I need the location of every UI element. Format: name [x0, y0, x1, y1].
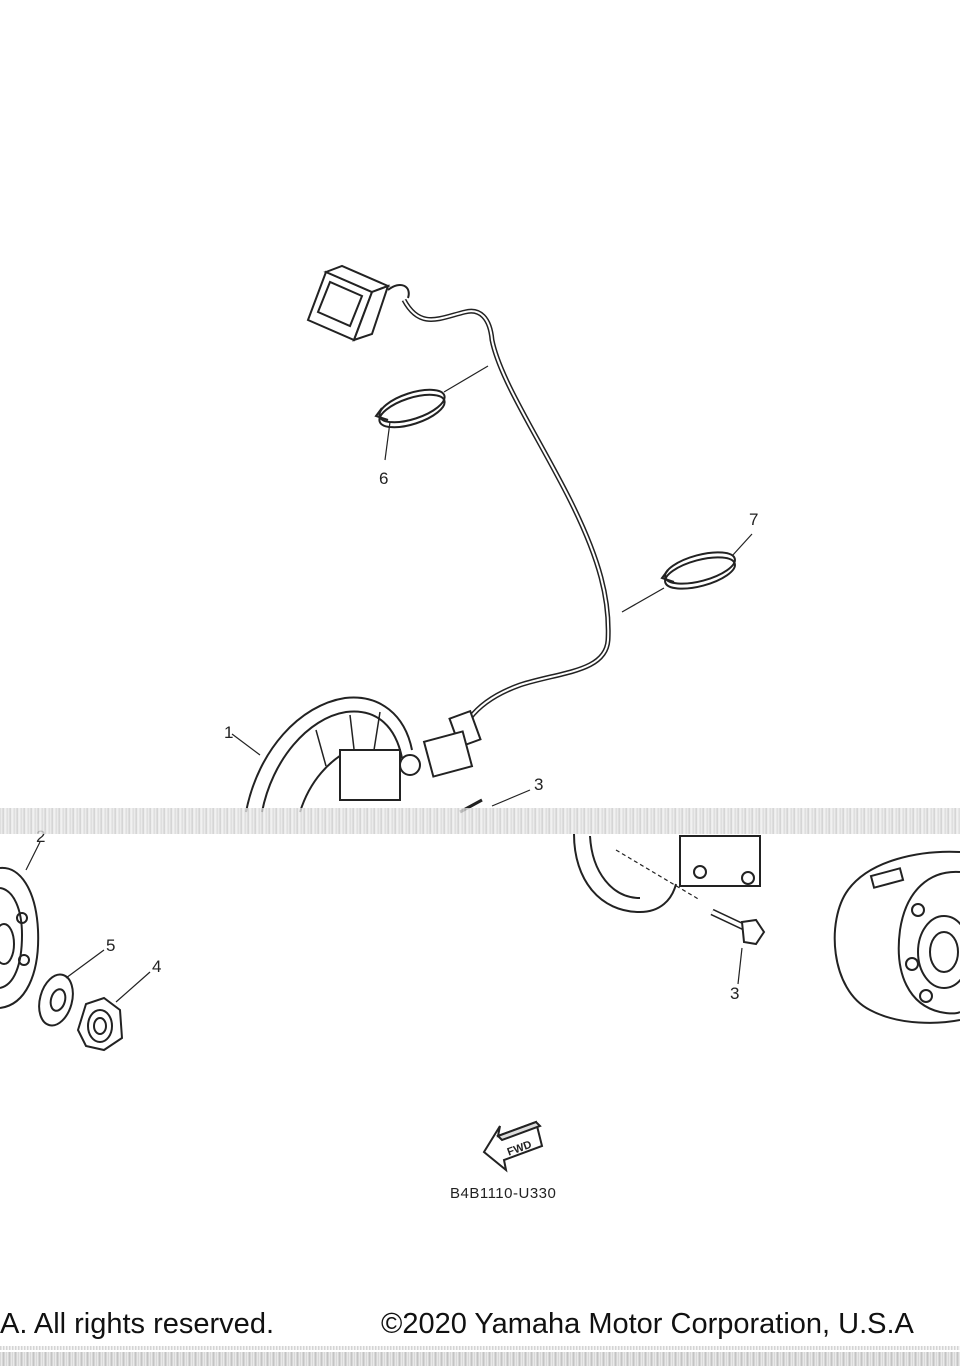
callout-3-lower: 3 [730, 984, 739, 1003]
stator-assembly [231, 696, 421, 813]
wire-clamp-7 [621, 533, 753, 613]
flywheel-rotor-left [0, 841, 41, 1009]
stator-lower-view [573, 833, 761, 914]
wire-clamp-6 [374, 365, 489, 461]
callout-4: 4 [152, 957, 161, 976]
scan-noise-band [0, 808, 960, 834]
copyright-left: A. All rights reserved. [0, 1308, 274, 1340]
flywheel-rotor-right [833, 850, 960, 1024]
callout-1: 1 [224, 723, 233, 742]
nut-4 [76, 971, 151, 1052]
copyright-right: ©2020 Yamaha Motor Corporation, U.S.A [381, 1308, 914, 1340]
scan-noise-line [0, 1346, 960, 1350]
fwd-arrow-icon [482, 1120, 544, 1173]
callout-3-upper: 3 [534, 775, 543, 794]
callout-7: 7 [749, 510, 758, 529]
scan-noise-bottom [0, 1352, 960, 1366]
callout-2: 2 [36, 827, 45, 846]
bolt-3-lower [710, 908, 766, 985]
wire-connector [306, 264, 410, 342]
drawing-code: B4B1110-U330 [450, 1185, 556, 1202]
callout-5: 5 [106, 936, 115, 955]
wire-harness [401, 298, 611, 778]
washer-5 [38, 949, 105, 1027]
callout-6: 6 [379, 469, 388, 488]
